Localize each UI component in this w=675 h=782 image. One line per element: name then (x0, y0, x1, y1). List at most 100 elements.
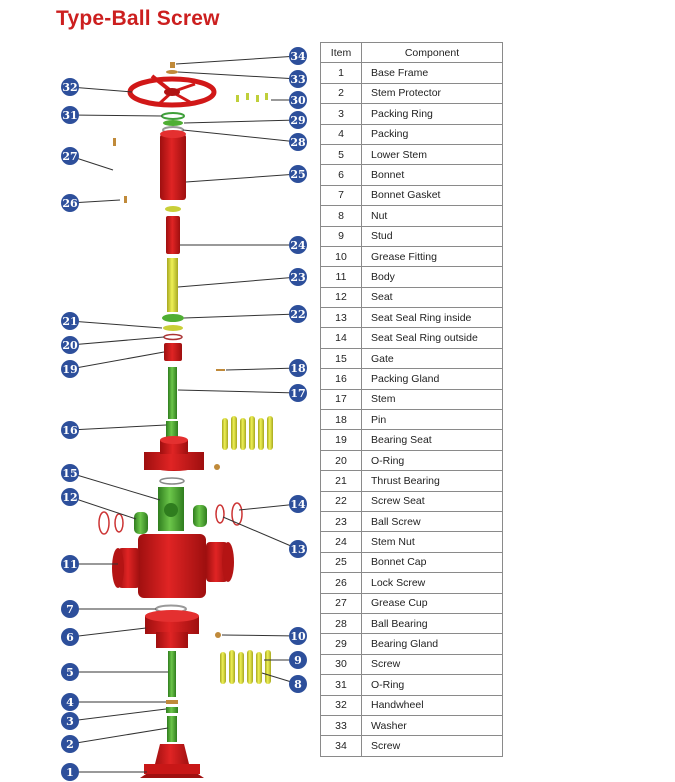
item-number-cell: 8 (320, 205, 362, 227)
callout-circle (289, 651, 307, 669)
item-number-cell: 27 (320, 592, 362, 614)
callout-leader-line (69, 320, 163, 329)
component-name-cell: Thrust Bearing (361, 470, 503, 492)
callout-circle (289, 47, 307, 65)
exploded-view-diagram: 1234567891011121314151617181920212223242… (61, 47, 307, 781)
studs-lower-part (220, 650, 271, 684)
callout-circle (61, 147, 79, 165)
item-number-cell: 30 (320, 653, 362, 676)
callout-number: 21 (62, 315, 77, 328)
item-number-cell: 16 (320, 368, 362, 390)
upper-bonnet-part (144, 436, 204, 471)
grease-fitting-lower-part (215, 632, 221, 638)
component-name-cell: Base Frame (361, 62, 503, 84)
component-name-cell: Seat Seal Ring inside (361, 307, 503, 329)
small-screws-part (236, 93, 268, 102)
callout-circle (289, 236, 307, 254)
callout-circle (289, 165, 307, 183)
callout-number: 2 (66, 738, 74, 751)
callout-circle (289, 111, 307, 129)
grease-fitting-upper-part (214, 464, 220, 470)
callout-circle (61, 600, 79, 618)
item-number-cell: 17 (320, 388, 362, 411)
callout-number: 15 (62, 467, 77, 480)
item-number-cell: 13 (320, 307, 362, 329)
callout-circle (61, 194, 79, 212)
component-name-cell: Stem Nut (361, 531, 503, 553)
callout-number: 20 (62, 339, 78, 352)
lower-bonnet-part (145, 610, 199, 648)
packing-part (166, 700, 178, 704)
item-number-cell: 24 (320, 531, 362, 553)
item-number-cell: 33 (320, 714, 362, 737)
item-number-cell: 26 (320, 572, 362, 594)
callout-circle (289, 675, 307, 693)
component-name-cell: Nut (361, 205, 503, 227)
item-number-cell: 12 (320, 286, 362, 309)
callout-leader-line (222, 516, 299, 550)
valve-parts (98, 62, 273, 778)
callout-circle (289, 305, 307, 323)
packing-gland-part (166, 421, 178, 437)
callout-circle (61, 312, 79, 330)
callout-number: 9 (294, 654, 302, 667)
component-name-cell: Bonnet Gasket (361, 184, 503, 207)
callout-circle (61, 628, 79, 646)
component-name-cell: Bonnet Cap (361, 551, 503, 574)
callout-number: 5 (66, 666, 74, 679)
callout-circle (61, 712, 79, 730)
component-name-cell: Stem Protector (361, 82, 503, 105)
callout-number: 17 (290, 387, 305, 400)
callout-number: 30 (290, 94, 306, 107)
callout-number: 22 (290, 308, 305, 321)
item-column-header: Item (320, 41, 362, 64)
callout-circle (289, 133, 307, 151)
callout-leader-line (69, 727, 169, 745)
callout-leader-line (183, 119, 299, 124)
callout-number: 14 (290, 498, 306, 511)
screw-seat-part (162, 314, 184, 322)
top-screw-part (170, 62, 175, 68)
lower-stem-part (168, 651, 176, 697)
callout-leader-line (69, 708, 167, 722)
component-column-header: Component (361, 41, 503, 64)
callout-number: 34 (290, 50, 306, 63)
item-number-cell: 21 (320, 470, 362, 492)
component-name-cell: Handwheel (361, 694, 503, 716)
item-number-cell: 1 (320, 62, 362, 84)
component-name-cell: Grease Cup (361, 592, 503, 614)
callout-leader-line (177, 276, 299, 288)
callout-number: 24 (290, 239, 306, 252)
packing-ring-part (166, 707, 178, 713)
lock-screw-part (124, 196, 127, 203)
callout-circle (289, 384, 307, 402)
item-number-cell: 4 (320, 123, 362, 145)
component-name-cell: Screw (361, 653, 503, 676)
component-name-cell: Grease Fitting (361, 245, 503, 268)
item-number-cell: 5 (320, 143, 362, 166)
o-ring-20-part (163, 333, 183, 341)
component-name-cell: Screw Seat (361, 490, 503, 512)
component-name-cell: Packing (361, 123, 503, 145)
